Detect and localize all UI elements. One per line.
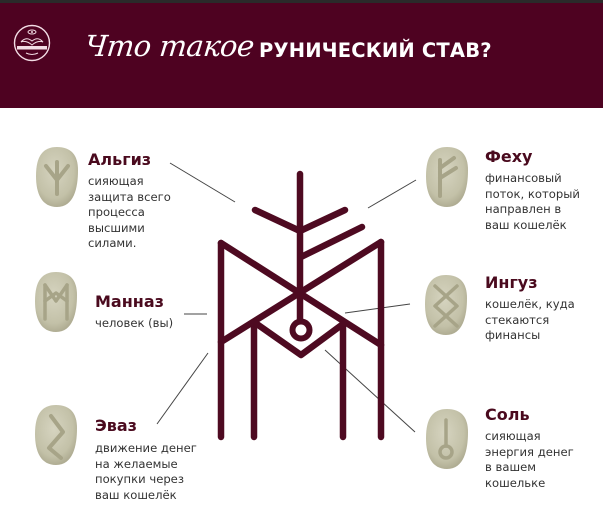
description-line: силами. (88, 236, 137, 250)
description-line: кошельке (485, 475, 546, 490)
fehu-rune-stone-icon (426, 147, 468, 207)
description-line: ваш кошелёк (95, 487, 177, 502)
rune-description: человек (вы) (95, 316, 173, 332)
description-line: сияющая (88, 174, 144, 188)
description-line: движение денег (95, 441, 197, 455)
description-line: в вашем (485, 460, 536, 474)
rune-description: сияющая энергия денег в вашем кошельке (485, 429, 574, 491)
sol-rune-stone-icon (426, 409, 468, 469)
description-line: финансовый (485, 171, 562, 185)
rune-description: движение денег на желаемые покупки через… (95, 441, 197, 503)
evaz-rune-stone-icon (35, 405, 77, 465)
description-line: поток, который (485, 186, 580, 201)
description-line: сияющая (485, 429, 541, 443)
description-line: защита всего (88, 189, 171, 204)
ingus-rune-stone-icon (425, 275, 467, 335)
description-line: направлен в (485, 202, 562, 216)
rune-name: Ингуз (485, 273, 538, 292)
description-line: процесса (88, 205, 145, 219)
leader-lines (156, 162, 417, 433)
top-border (0, 0, 603, 3)
description-line: высшими (88, 220, 145, 235)
rune-name: Альгиз (88, 150, 152, 169)
rune-name: Феху (485, 147, 533, 166)
page-title: РУНИЧЕСКИЙ СТАВ? (259, 39, 492, 62)
rune-name: Эваз (95, 416, 137, 435)
rune-name: Соль (485, 405, 530, 424)
title-script: Что такое (83, 29, 256, 63)
description-line: ваш кошелёк (485, 217, 567, 232)
description-line: финансы (485, 328, 541, 342)
description-line: человек (вы) (95, 316, 174, 330)
page-header: Что такое РУНИЧЕСКИЙ СТАВ? (0, 3, 603, 108)
description-line: энергия денег (485, 444, 574, 459)
rune-name: Манназ (95, 292, 164, 311)
mannaz-rune-stone-icon (35, 272, 77, 332)
description-line: кошелёк, куда (485, 297, 575, 311)
rune-description: финансовый поток, который направлен в ва… (485, 171, 580, 233)
algiz-rune-stone-icon (36, 147, 78, 207)
description-line: стекаются (485, 312, 550, 327)
rune-description: сияющая защита всего процесса высшими си… (88, 174, 171, 252)
brand-emblem-icon (13, 24, 51, 62)
description-line: на желаемые (95, 456, 178, 471)
rune-description: кошелёк, куда стекаются финансы (485, 297, 575, 344)
description-line: покупки через (95, 472, 184, 486)
